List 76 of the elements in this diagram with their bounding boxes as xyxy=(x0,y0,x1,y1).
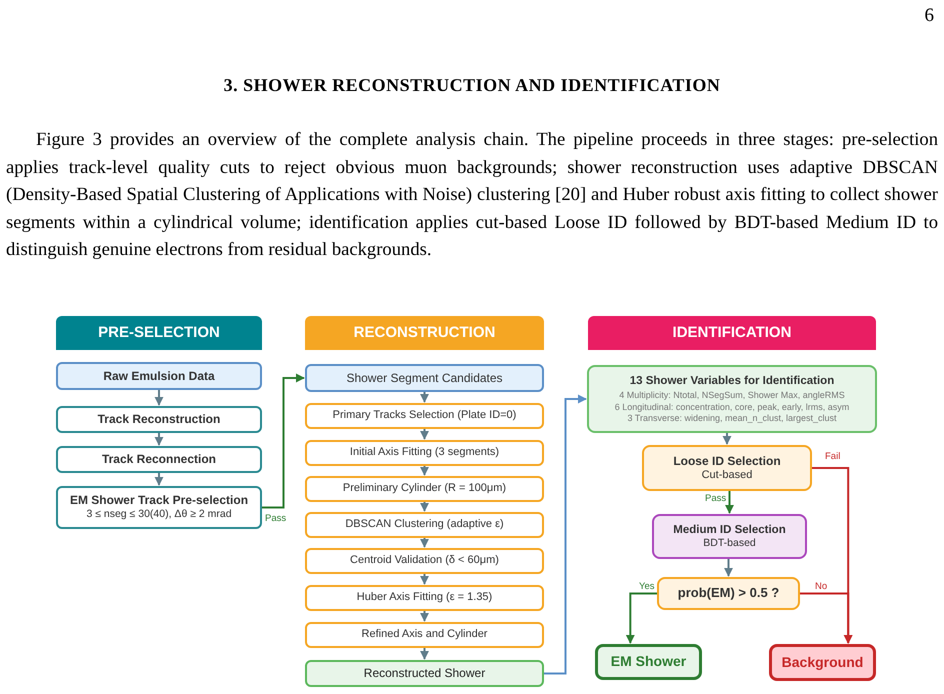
box-label: Preliminary Cylinder (R = 100μm) xyxy=(342,482,506,496)
arrow xyxy=(544,394,587,674)
arrow xyxy=(420,429,429,440)
process-box xyxy=(56,486,262,529)
arrow xyxy=(420,466,429,476)
box-detail: Cut-based xyxy=(702,468,752,482)
arrow xyxy=(420,502,429,512)
box-label: EM Shower Track Pre-selection xyxy=(70,493,248,508)
process-box xyxy=(56,446,262,473)
box-label: Raw Emulsion Data xyxy=(103,368,215,384)
process-box xyxy=(305,403,544,429)
box-label: Reconstructed Shower xyxy=(364,666,486,681)
process-box xyxy=(305,548,544,574)
arrow xyxy=(262,374,305,508)
box-label: IDENTIFICATION xyxy=(672,324,792,342)
edge-label: Yes xyxy=(638,582,656,592)
box-label: Loose ID Selection xyxy=(673,454,781,469)
process-box xyxy=(56,362,262,390)
section-header xyxy=(56,316,262,350)
process-box xyxy=(56,406,262,433)
process-box xyxy=(652,514,807,559)
box-detail: 6 Longitudinal: concentration, core, peak, early, lrms, asym xyxy=(614,402,850,413)
process-box xyxy=(305,364,544,392)
edge-label: Pass xyxy=(704,494,728,504)
arrow xyxy=(420,392,429,403)
box-label: Background xyxy=(782,654,864,672)
edge-label: No xyxy=(814,582,828,592)
box-label: Refined Axis and Cylinder xyxy=(362,628,488,642)
box-label: Shower Segment Candidates xyxy=(346,370,503,386)
outcome-box xyxy=(769,644,876,681)
box-label: DBSCAN Clustering (adaptive ε) xyxy=(345,518,504,532)
section-header xyxy=(305,316,544,350)
box-label: RECONSTRUCTION xyxy=(354,324,496,342)
box-detail: BDT-based xyxy=(703,537,756,550)
box-label: Track Reconnection xyxy=(102,452,216,467)
outcome-box xyxy=(595,644,702,680)
section-heading: 3. SHOWER RECONSTRUCTION AND IDENTIFICATION xyxy=(222,74,722,97)
box-detail: 3 ≤ nseg ≤ 30(40), Δθ ≥ 2 mrad xyxy=(86,508,232,522)
arrow xyxy=(154,390,164,406)
process-box xyxy=(305,660,544,687)
process-box xyxy=(642,445,812,491)
process-box xyxy=(305,622,544,648)
process-box xyxy=(305,476,544,502)
arrow xyxy=(154,473,164,486)
arrow xyxy=(724,559,733,577)
section-header xyxy=(588,316,876,350)
arrow xyxy=(420,648,429,660)
box-label: PRE-SELECTION xyxy=(98,324,220,342)
arrow xyxy=(725,491,734,514)
box-label: Initial Axis Fitting (3 segments) xyxy=(350,446,500,460)
arrow xyxy=(722,433,732,445)
process-box xyxy=(587,365,877,433)
process-box xyxy=(305,512,544,538)
box-detail: 4 Multiplicity: Ntotal, NSegSum, Shower Max, angleRMS xyxy=(619,390,845,402)
box-label: Centroid Validation (δ < 60μm) xyxy=(350,554,499,568)
edge-label: Pass xyxy=(264,514,288,524)
box-label: Primary Tracks Selection (Plate ID=0) xyxy=(332,409,516,423)
arrow xyxy=(154,433,164,446)
box-label: EM Shower xyxy=(610,653,686,671)
process-box xyxy=(305,440,544,466)
page-number: 6 xyxy=(924,4,934,28)
arrow xyxy=(420,574,429,585)
process-box xyxy=(305,585,544,611)
box-label: Huber Axis Fitting (ε = 1.35) xyxy=(356,591,492,605)
decision-box xyxy=(657,577,800,610)
arrow xyxy=(420,538,429,548)
edge-label: Fail xyxy=(824,452,842,462)
body-paragraph: Figure 3 provides an overview of the complete analysis chain. The pipeline proceeds in three stages: pre-selection applies track-level quality cuts to reject obvious muon backgrounds; shower reconstruction uses adaptive DBSCAN (Density-Based Spatial Clustering of Applications with Noise) clustering [20] and Huber robust axis fitting to collect shower segments within a cylindrical volume; identification applies cut-based Loose ID followed by BDT-based Medium ID to distinguish genuine electrons from residual backgrounds. xyxy=(6,128,938,262)
box-label: prob(EM) > 0.5 ? xyxy=(678,585,780,602)
box-detail: 3 Transverse: widening, mean_n_clust, largest_clust xyxy=(627,412,837,424)
box-label: Track Reconstruction xyxy=(98,412,220,427)
box-label: Medium ID Selection xyxy=(673,522,786,538)
arrow xyxy=(626,592,657,644)
arrow xyxy=(420,611,429,622)
arrow xyxy=(800,592,853,644)
box-label: 13 Shower Variables for Identification xyxy=(630,374,834,388)
